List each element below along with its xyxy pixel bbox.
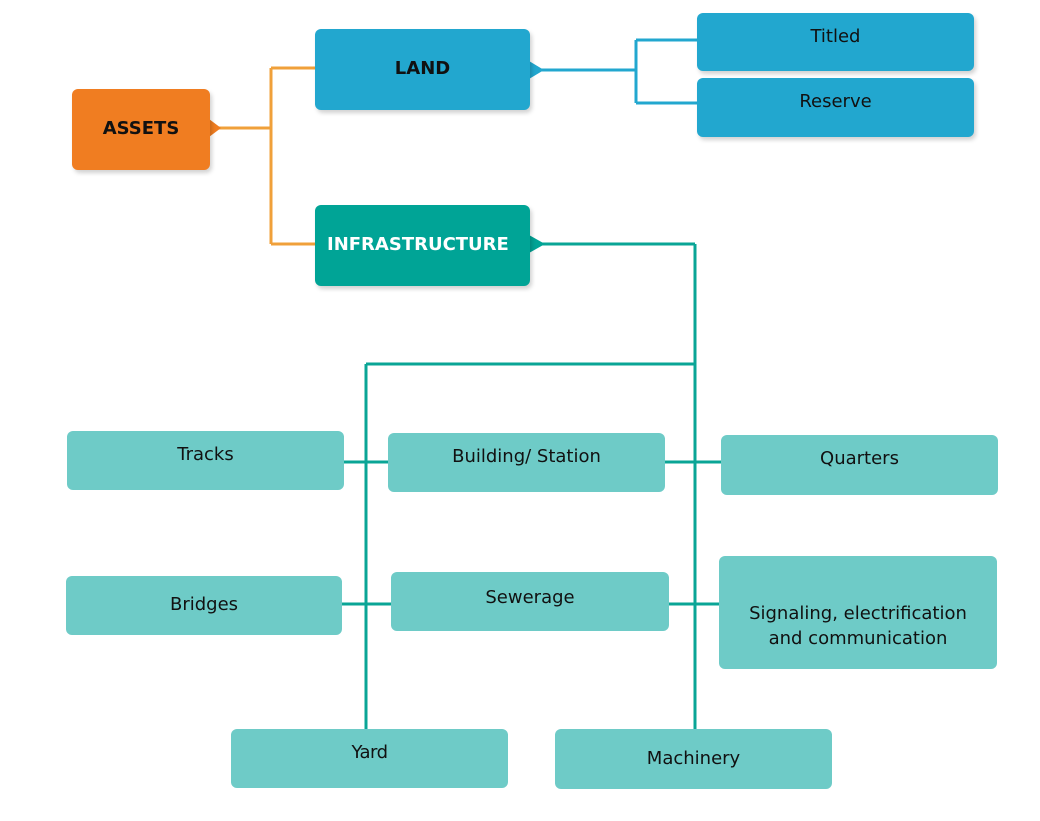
- signaling-label-line2: and communication: [768, 627, 948, 649]
- infrastructure-label: INFRASTRUCTURE: [327, 234, 509, 256]
- tracks-node: Tracks: [67, 431, 344, 490]
- infrastructure-connector-arrow: [529, 235, 545, 253]
- infrastructure-connector: [342, 242, 722, 729]
- titled-label: Titled: [810, 26, 861, 47]
- tracks-label: Tracks: [177, 444, 234, 465]
- land-connector: [530, 38, 698, 105]
- land-connector-arrow: [529, 61, 544, 79]
- bridges-label: Bridges: [169, 594, 239, 616]
- reserve-node: Reserve: [697, 78, 974, 137]
- yard-label: Yard: [351, 742, 388, 763]
- bridges-node: Bridges: [66, 576, 342, 635]
- infrastructure-node: INFRASTRUCTURE: [315, 205, 530, 286]
- reserve-label: Reserve: [799, 91, 872, 112]
- assets-label: ASSETS: [102, 118, 180, 140]
- sewerage-label: Sewerage: [485, 587, 575, 608]
- building-station-label: Building/ Station: [452, 446, 601, 467]
- signaling-node: Signaling, electrification and communica…: [719, 556, 997, 669]
- quarters-label: Quarters: [820, 448, 899, 469]
- signaling-label-line1: Signaling, electrification: [749, 603, 967, 625]
- assets-node: ASSETS: [72, 89, 210, 170]
- land-label: LAND: [394, 58, 451, 80]
- assets-connector-arrow: [209, 119, 221, 137]
- quarters-node: Quarters: [721, 435, 998, 495]
- titled-node: Titled: [697, 13, 974, 71]
- sewerage-node: Sewerage: [391, 572, 669, 631]
- land-node: LAND: [315, 29, 530, 110]
- yard-node: Yard: [231, 729, 508, 788]
- assets-connector: [210, 66, 316, 246]
- building-station-node: Building/ Station: [388, 433, 665, 492]
- machinery-node: Machinery: [555, 729, 832, 789]
- machinery-label: Machinery: [646, 747, 741, 769]
